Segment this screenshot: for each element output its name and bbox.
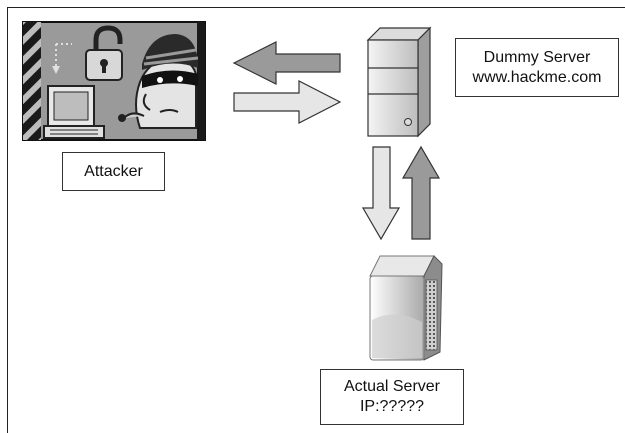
dummy-server-label: Dummy Server www.hackme.com xyxy=(455,38,619,97)
attacker-label: Attacker xyxy=(62,152,165,191)
attacker-illustration-icon xyxy=(22,21,206,141)
arrow-up-icon xyxy=(401,145,441,240)
dummy-server-name: Dummy Server xyxy=(483,48,591,66)
arrow-left-icon xyxy=(232,41,341,85)
dummy-server-icon xyxy=(366,26,432,138)
hacker-figure-icon xyxy=(118,34,199,129)
actual-server-name: Actual Server xyxy=(343,378,441,395)
actual-server-label: Actual Server IP:????? xyxy=(320,369,464,425)
arrow-down-icon xyxy=(361,146,401,241)
computer-icon xyxy=(43,85,105,139)
diagram-frame xyxy=(7,7,625,433)
padlock-icon xyxy=(85,25,123,81)
dummy-server-url: www.hackme.com xyxy=(472,68,602,86)
actual-server-icon xyxy=(369,255,443,361)
attacker-label-text: Attacker xyxy=(84,162,143,180)
arrow-right-icon xyxy=(233,80,342,124)
actual-server-ip: IP:????? xyxy=(359,398,425,415)
